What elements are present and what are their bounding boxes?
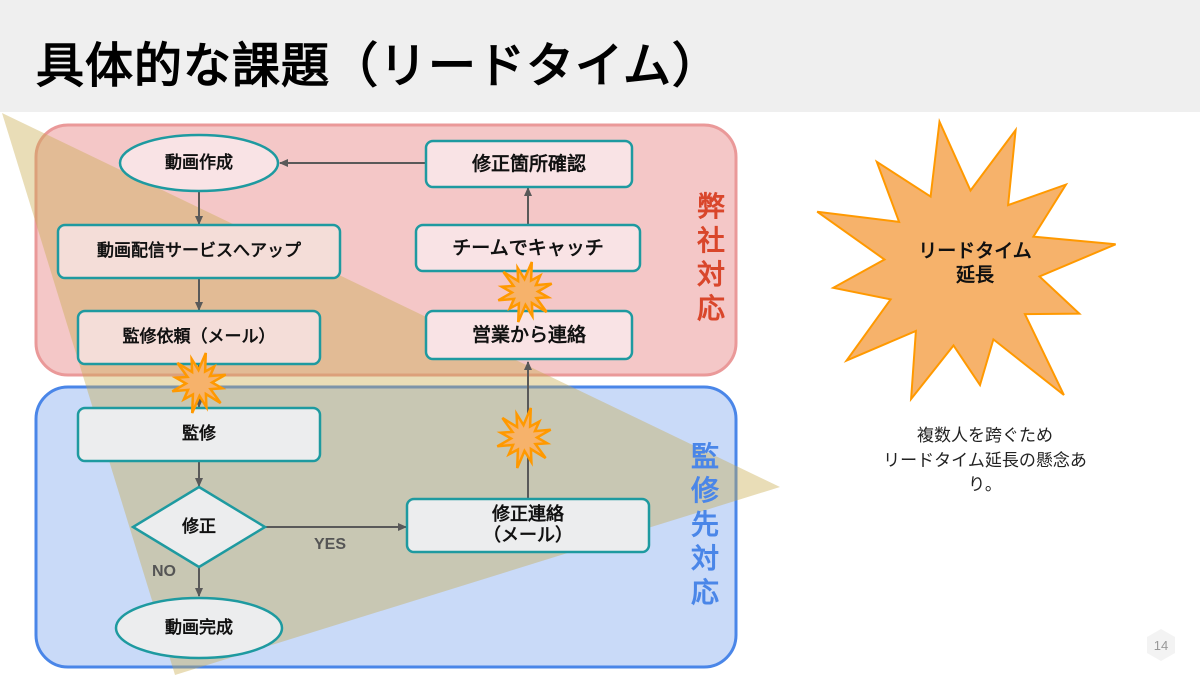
page-number-badge bbox=[1147, 629, 1175, 661]
burst-fix-sales bbox=[496, 407, 552, 469]
supervisor-lane-label: 監修先対応 bbox=[688, 440, 722, 610]
node-create-video[interactable] bbox=[118, 133, 280, 193]
node-upload-label: 動画配信サービスへアップ bbox=[97, 241, 301, 262]
supervisor-lane-label-char: 監 bbox=[690, 440, 719, 473]
note-line1: 複数人を跨ぐため bbox=[917, 426, 1053, 446]
lead-time-burst-shape bbox=[816, 118, 1116, 403]
fix-notice-line2: （メール） bbox=[483, 524, 573, 546]
node-request-review-label: 監修依頼（メール） bbox=[122, 327, 276, 348]
node-fix-notice-label: 修正連絡 （メール） bbox=[407, 499, 649, 552]
note-line3: り。 bbox=[968, 475, 1002, 496]
burst-line1: リードタイム bbox=[918, 240, 1032, 262]
node-team-catch-label: チームでキャッチ bbox=[452, 236, 604, 259]
node-complete-label: 動画完成 bbox=[165, 617, 233, 638]
company-lane-label-char: 社 bbox=[696, 224, 725, 257]
node-confirm-fix[interactable] bbox=[424, 139, 634, 189]
burst-sales-team bbox=[497, 261, 553, 323]
company-lane-label-char: 弊 bbox=[696, 190, 725, 223]
fix-notice-line1: 修正連絡 bbox=[492, 503, 564, 525]
node-decision-label: 修正 bbox=[182, 516, 216, 537]
burst-line2: 延長 bbox=[955, 263, 994, 286]
company-lane-label-char: 対 bbox=[696, 258, 725, 291]
node-sales-contact-label: 営業から連絡 bbox=[471, 323, 586, 346]
edge-label-yes: YES bbox=[314, 536, 347, 553]
company-lane-label: 弊社対応 bbox=[694, 190, 728, 326]
company-lane-label-char: 応 bbox=[696, 292, 725, 325]
supervisor-lane-label-char: 修 bbox=[690, 474, 719, 507]
node-fix-notice[interactable] bbox=[405, 497, 651, 554]
node-review[interactable] bbox=[76, 406, 322, 463]
supervisor-lane-label-char: 対 bbox=[690, 542, 719, 575]
note-line2: リードタイム延長の懸念あ bbox=[883, 450, 1087, 471]
node-review-label: 監修 bbox=[182, 424, 216, 445]
slide-title: 具体的な課題（リードタイム） bbox=[36, 38, 722, 94]
node-complete[interactable] bbox=[114, 596, 284, 660]
page-number: 14 bbox=[1153, 637, 1169, 653]
supervisor-lane-label-char: 応 bbox=[690, 576, 719, 609]
lead-time-note: 複数人を跨ぐため リードタイム延長の懸念あ り。 bbox=[840, 424, 1130, 498]
slide-header bbox=[0, 0, 1200, 112]
node-create-video-label: 動画作成 bbox=[165, 152, 233, 173]
edge-label-no: NO bbox=[152, 563, 176, 580]
node-confirm-fix-label: 修正箇所確認 bbox=[471, 152, 586, 175]
lead-time-burst-label: リードタイム 延長 bbox=[880, 240, 1070, 288]
burst-request-review bbox=[171, 352, 227, 414]
supervisor-lane-label-char: 先 bbox=[690, 508, 719, 541]
node-upload[interactable] bbox=[56, 223, 342, 280]
node-request-review[interactable] bbox=[76, 309, 322, 366]
node-decision[interactable] bbox=[130, 485, 268, 569]
